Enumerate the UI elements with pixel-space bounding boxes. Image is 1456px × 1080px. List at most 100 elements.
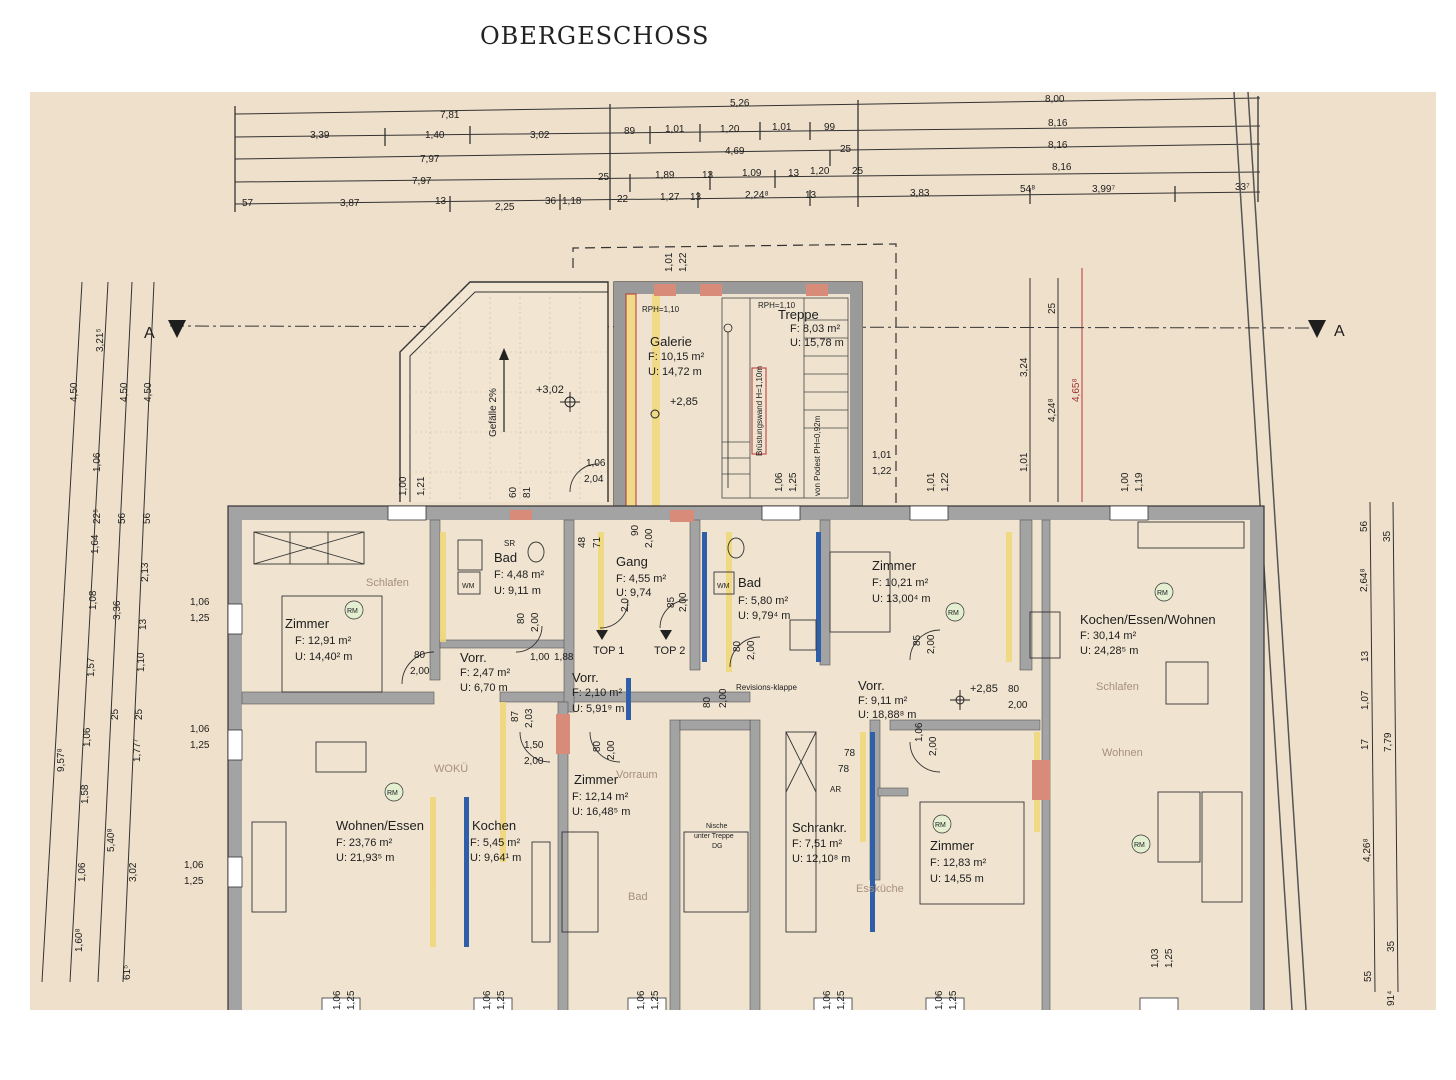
room-kochen-essen-wohnen: Kochen/Essen/Wohnen F: 30,14 m² U: 24,28… <box>1080 612 1216 657</box>
opening-dim: 2,00 <box>524 756 544 767</box>
room-name: Treppe <box>778 307 819 322</box>
opening-dim: 2,00 <box>1008 700 1028 711</box>
room-zimmer-top2: Zimmer F: 10,21 m² U: 13,00⁴ m <box>872 558 931 605</box>
opening-dim: 1,25 <box>190 740 210 751</box>
room-perimeter: U: 9,74 <box>616 587 651 599</box>
dimension-line <box>234 143 1261 160</box>
dimension-line <box>234 125 1261 138</box>
opening-dim: 78 <box>838 764 850 775</box>
dim-label: 3,24 <box>1019 357 1030 377</box>
opening-dim: 2,00 <box>718 688 729 708</box>
opening-dim: 2,00 <box>644 528 655 548</box>
dim-label: 25 <box>852 166 864 177</box>
dim-label: 4,50 <box>143 382 154 402</box>
niche <box>683 831 749 913</box>
slope-label: Gefälle 2% <box>488 388 499 437</box>
level-marker: +3,02 <box>536 384 564 396</box>
dim-label: 7,97 <box>412 176 432 187</box>
window <box>227 856 243 888</box>
opening-dim: 1,03 <box>1150 948 1161 968</box>
dim-label: 1,20 <box>810 166 830 177</box>
room-perimeter: U: 6,70 m <box>460 682 508 694</box>
room-perimeter: U: 14,40² m <box>295 651 352 663</box>
dim-label: 8,16 <box>1048 140 1068 151</box>
ghost-label: Bad <box>628 891 648 903</box>
dim-label: 13 <box>788 168 800 179</box>
ghost-label: Wohnen <box>1102 747 1143 759</box>
dim-label: 25 <box>134 708 145 720</box>
room-area: F: 2,10 m² <box>572 687 622 699</box>
opening-dim: 1,25 <box>1164 948 1175 968</box>
existing-room-labels: Schlafen WOKÜ Vorraum Bad Essküche Schla… <box>366 577 1143 903</box>
dim-label: 1,27 <box>660 192 680 203</box>
opening-dim: 1,50 <box>524 740 544 751</box>
door[interactable] <box>519 731 551 763</box>
room-area: F: 5,80 m² <box>738 595 788 607</box>
opening-dim: 48 <box>577 536 588 548</box>
sr-label: SR <box>504 539 515 548</box>
dim-label: 35 <box>1386 940 1397 952</box>
slope-arrow-icon <box>499 348 509 360</box>
dim-label: 7,81 <box>440 110 460 121</box>
room-perimeter: U: 18,88⁸ m <box>858 709 916 721</box>
rm-label: RM <box>387 790 398 797</box>
dim-label: 22 <box>617 194 629 205</box>
doors[interactable] <box>401 463 941 773</box>
room-vorr-3: Vorr. F: 9,11 m² U: 18,88⁸ m <box>858 678 916 721</box>
door[interactable] <box>589 731 621 763</box>
room-area: F: 7,51 m² <box>792 838 842 850</box>
toilet <box>727 537 745 559</box>
door[interactable] <box>599 599 629 629</box>
room-area: F: 2,47 m² <box>460 667 510 679</box>
room-schlafen-zimmer: Zimmer F: 12,91 m² U: 14,40² m <box>285 616 352 663</box>
washing-machine <box>713 571 735 595</box>
room-zimmer-mitte: Zimmer F: 12,14 m² U: 16,48⁵ m <box>572 772 630 818</box>
door[interactable] <box>909 629 941 661</box>
dim-label: 3,02 <box>530 130 550 141</box>
stairs[interactable] <box>721 297 849 499</box>
opening-dim: 1,22 <box>872 466 892 477</box>
niche-label: DG <box>712 843 723 850</box>
opening-dim: 80 <box>702 696 713 708</box>
room-bad-top1: Bad F: 4,48 m² U: 9,11 m <box>494 550 544 597</box>
dim-label: 1,18 <box>562 196 582 207</box>
window <box>1139 997 1179 1010</box>
dim-label: 1,60⁸ <box>74 928 85 952</box>
room-perimeter: U: 15,78 m <box>790 337 844 349</box>
opening-dim: 1,06 <box>914 722 925 742</box>
dim-label: 4,50 <box>119 382 130 402</box>
wardrobe <box>253 531 365 565</box>
room-area: F: 30,14 m² <box>1080 630 1137 642</box>
page-title: OBERGESCHOSS <box>480 22 710 50</box>
door[interactable] <box>569 463 599 493</box>
dim-label: 3,99⁷ <box>1092 184 1115 195</box>
opening-dim: 1,01 <box>926 472 937 492</box>
door[interactable] <box>401 651 435 685</box>
dim-label: 1,06 <box>77 862 88 882</box>
kitchen-counter <box>531 841 551 943</box>
dim-label: 4,26⁸ <box>1362 838 1373 862</box>
opening-dim: 1,00 <box>398 476 409 496</box>
opening-dim: 1,88 <box>554 652 574 663</box>
unit-label-top2: TOP 2 <box>654 645 685 657</box>
dim-label: 1,06 <box>92 452 103 472</box>
opening-dim: 1,25 <box>948 990 959 1010</box>
door[interactable] <box>909 741 941 773</box>
dim-label: 4,69 <box>725 146 745 157</box>
niche-label: unter Treppe <box>694 833 734 840</box>
dim-label: 2,25 <box>495 202 515 213</box>
room-name: Bad <box>494 550 517 565</box>
door[interactable] <box>729 636 761 668</box>
door[interactable] <box>659 599 689 629</box>
opening-dim: 1,06 <box>332 990 343 1010</box>
opening-dim: 1,22 <box>940 472 951 492</box>
dim-label: 1,10 <box>136 652 147 672</box>
dim-label: 1,01 <box>772 122 792 133</box>
room-name: Wohnen/Essen <box>336 818 424 833</box>
opening-dim: 90 <box>630 524 641 536</box>
window <box>761 505 801 521</box>
room-name: Gang <box>616 554 648 569</box>
dim-label: 5,26 <box>730 98 750 109</box>
dim-label: 99 <box>824 122 836 133</box>
door[interactable] <box>515 625 543 653</box>
